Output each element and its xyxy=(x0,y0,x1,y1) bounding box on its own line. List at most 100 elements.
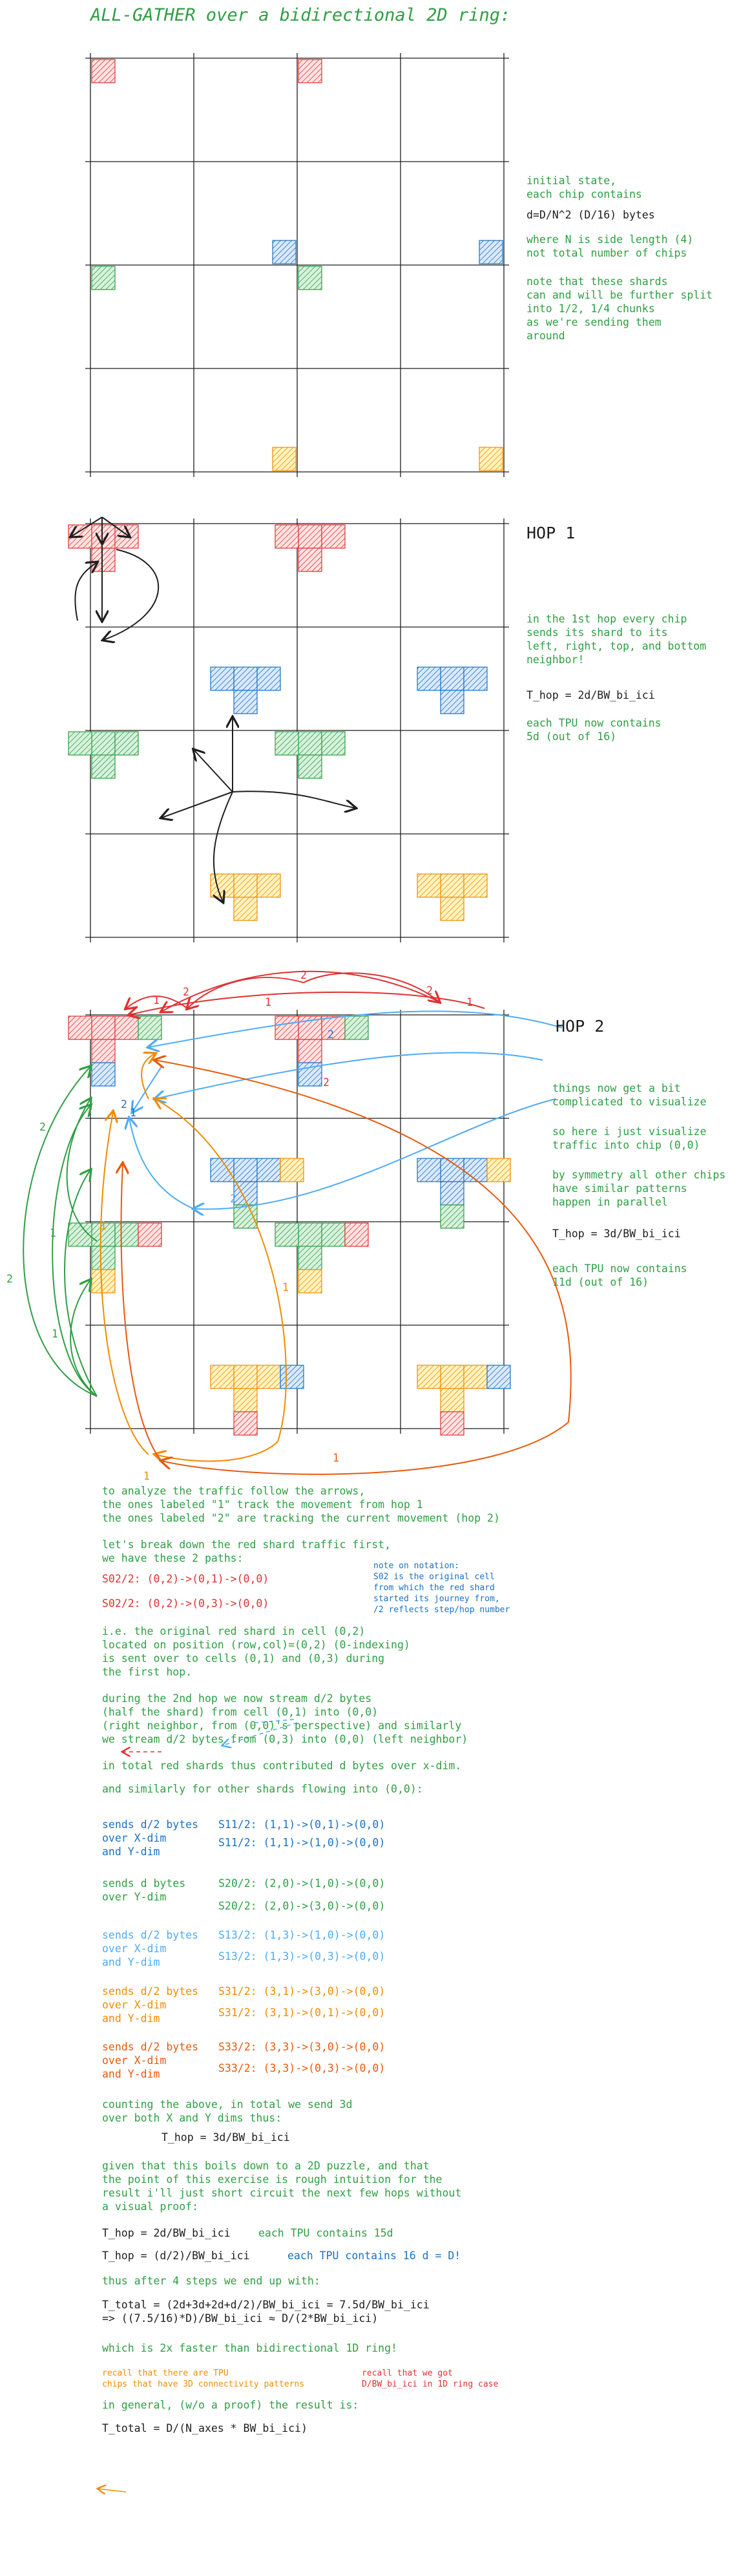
arrow-label: 1 xyxy=(333,1452,339,1464)
flow-send: sends d/2 bytes xyxy=(102,1818,199,1831)
shard xyxy=(233,897,258,921)
hop2-contains-1: each TPU now contains xyxy=(552,1262,687,1275)
shard xyxy=(233,666,258,691)
shard xyxy=(298,1222,322,1247)
shard xyxy=(440,1388,464,1412)
shard xyxy=(280,1158,304,1182)
flow-dims: and Y-dim xyxy=(102,2068,160,2080)
flow-send: sends d/2 bytes xyxy=(102,2041,199,2053)
hop2-contains-2: 11d (out of 16) xyxy=(552,1276,649,1288)
flow-send: sends d/2 bytes xyxy=(102,1985,199,1997)
arrow-label: 2 xyxy=(323,1076,329,1089)
page-title: ALL-GATHER over a bidirectional 2D ring: xyxy=(90,5,511,25)
initial-state-grid xyxy=(85,53,509,477)
shard xyxy=(233,1365,258,1389)
shard xyxy=(417,666,441,691)
analysis-p4: let's break down the red shard traffic f… xyxy=(102,1538,391,1551)
shard xyxy=(440,1181,464,1206)
shard xyxy=(344,1016,369,1040)
arrow-label: 1 xyxy=(282,1281,289,1293)
analysis-p9: the first hop. xyxy=(102,1666,193,1678)
shard xyxy=(210,1158,235,1182)
shard xyxy=(298,1269,322,1293)
shard xyxy=(298,754,322,779)
tpu-note-arrow xyxy=(98,2489,127,2492)
notation-note-3: from which the red shard xyxy=(373,1583,495,1593)
arrow-label: 1 xyxy=(130,1107,136,1119)
shard xyxy=(280,1365,304,1389)
hop2-heading: HOP 2 xyxy=(556,1017,605,1036)
shard xyxy=(298,548,322,572)
shard xyxy=(91,1039,116,1063)
notation-note-2: S02 is the original cell xyxy=(373,1572,495,1582)
shard xyxy=(91,731,116,756)
note-3d-2: chips that have 3D connectivity patterns xyxy=(102,2379,305,2389)
arrow-label: 1 xyxy=(143,1470,150,1482)
hop2-line-3: so here i just visualize xyxy=(552,1125,707,1138)
hop1-thop: T_hop = 2d/BW_bi_ici xyxy=(527,689,655,701)
shard xyxy=(298,1246,322,1270)
shard xyxy=(91,1269,116,1293)
summary-s1: counting the above, in total we send 3d xyxy=(102,2098,353,2111)
hop1-line-3: left, right, top, and bottom xyxy=(527,640,707,652)
flow-path: S11/2: (1,1)->(0,1)->(0,0) xyxy=(218,1818,386,1831)
shard xyxy=(91,1062,116,1087)
shard xyxy=(68,731,92,756)
notation-note-1: note on notation: xyxy=(373,1561,460,1571)
intro-line-9: as we're sending them xyxy=(527,316,662,328)
hop2-line-2: complicated to visualize xyxy=(552,1096,707,1108)
shard xyxy=(321,731,346,756)
flow-path: S33/2: (3,3)->(3,0)->(0,0) xyxy=(218,2041,386,2053)
shard xyxy=(256,666,281,691)
shard xyxy=(440,1411,464,1436)
hop1-heading: HOP 1 xyxy=(527,524,576,542)
flow-dims: over X-dim xyxy=(102,1943,167,1955)
shard xyxy=(210,873,235,898)
arrow-label: 1 xyxy=(153,994,160,1006)
flow-send: sends d bytes xyxy=(102,1877,186,1889)
notation-note-4: started its journey from, xyxy=(373,1594,500,1604)
analysis-p10: during the 2nd hop we now stream d/2 byt… xyxy=(102,1692,372,1705)
shard xyxy=(417,1365,441,1389)
shard xyxy=(321,524,346,549)
flow-dims: and Y-dim xyxy=(102,1956,160,1968)
shard xyxy=(321,1016,346,1040)
shard xyxy=(463,1365,488,1389)
shard xyxy=(91,548,116,572)
shard xyxy=(114,1222,139,1247)
flow-path: S33/2: (3,3)->(0,3)->(0,0) xyxy=(218,2062,386,2074)
note-1d-1: recall that we got xyxy=(362,2368,453,2378)
summary-s4: the point of this exercise is rough intu… xyxy=(102,2173,443,2186)
summary-s6: a visual proof: xyxy=(102,2200,199,2213)
analysis-p6: i.e. the original red shard in cell (0,2… xyxy=(102,1625,366,1637)
hop1-line-4: neighbor! xyxy=(527,654,585,666)
flow-path: S20/2: (2,0)->(3,0)->(0,0) xyxy=(218,1900,386,1912)
shard xyxy=(479,447,503,471)
flow-path: S13/2: (1,3)->(1,0)->(0,0) xyxy=(218,1929,386,1941)
shard xyxy=(210,1365,235,1389)
analysis-p7: located on position (row,col)=(0,2) (0-i… xyxy=(102,1639,410,1651)
arrow-label: 2 xyxy=(328,1028,334,1041)
shard xyxy=(138,1016,162,1040)
arrow-label: 2 xyxy=(121,1098,127,1111)
shard xyxy=(91,754,116,779)
hop2-grid xyxy=(68,1010,511,1436)
arrow-label: 2 xyxy=(6,1273,13,1285)
note-1d-2: D/BW_bi_ici in 1D ring case xyxy=(362,2379,499,2389)
analysis-p15: and similarly for other shards flowing i… xyxy=(102,1783,423,1795)
shard xyxy=(233,1388,258,1412)
summary-s9: in general, (w/o a proof) the result is: xyxy=(102,2399,359,2411)
intro-line-2: each chip contains xyxy=(527,188,642,200)
shard xyxy=(344,1222,369,1247)
summary-s8: which is 2x faster than bidirectional 1D… xyxy=(102,2342,397,2354)
hop1-grid xyxy=(68,518,509,942)
arrow-label: 1 xyxy=(100,1220,107,1232)
summary-s3: given that this boils down to a 2D puzzl… xyxy=(102,2160,430,2172)
hop1-line-2: sends its shard to its xyxy=(527,626,668,639)
hop1-line-1: in the 1st hop every chip xyxy=(527,613,687,625)
shard xyxy=(321,1222,346,1247)
analysis-p13: we stream d/2 bytes from (0,3) into (0,0… xyxy=(102,1733,468,1745)
intro-line-1: initial state, xyxy=(527,175,617,187)
summary-s2: over both X and Y dims thus: xyxy=(102,2112,282,2124)
